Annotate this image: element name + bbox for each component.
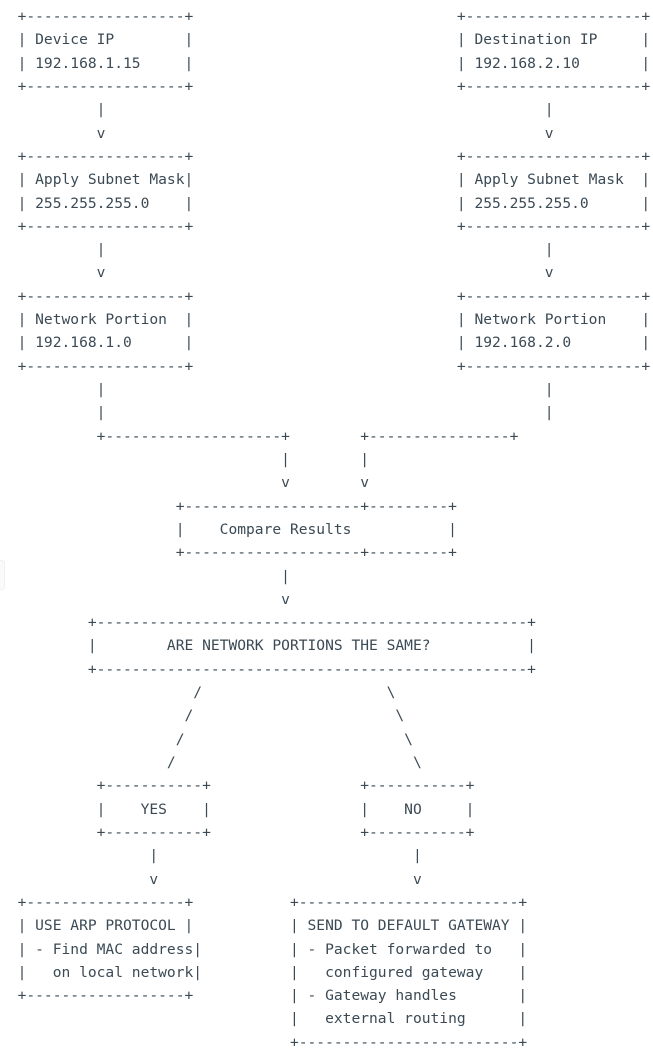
ascii-flowchart: +------------------+ +------------------… xyxy=(17,8,651,1051)
